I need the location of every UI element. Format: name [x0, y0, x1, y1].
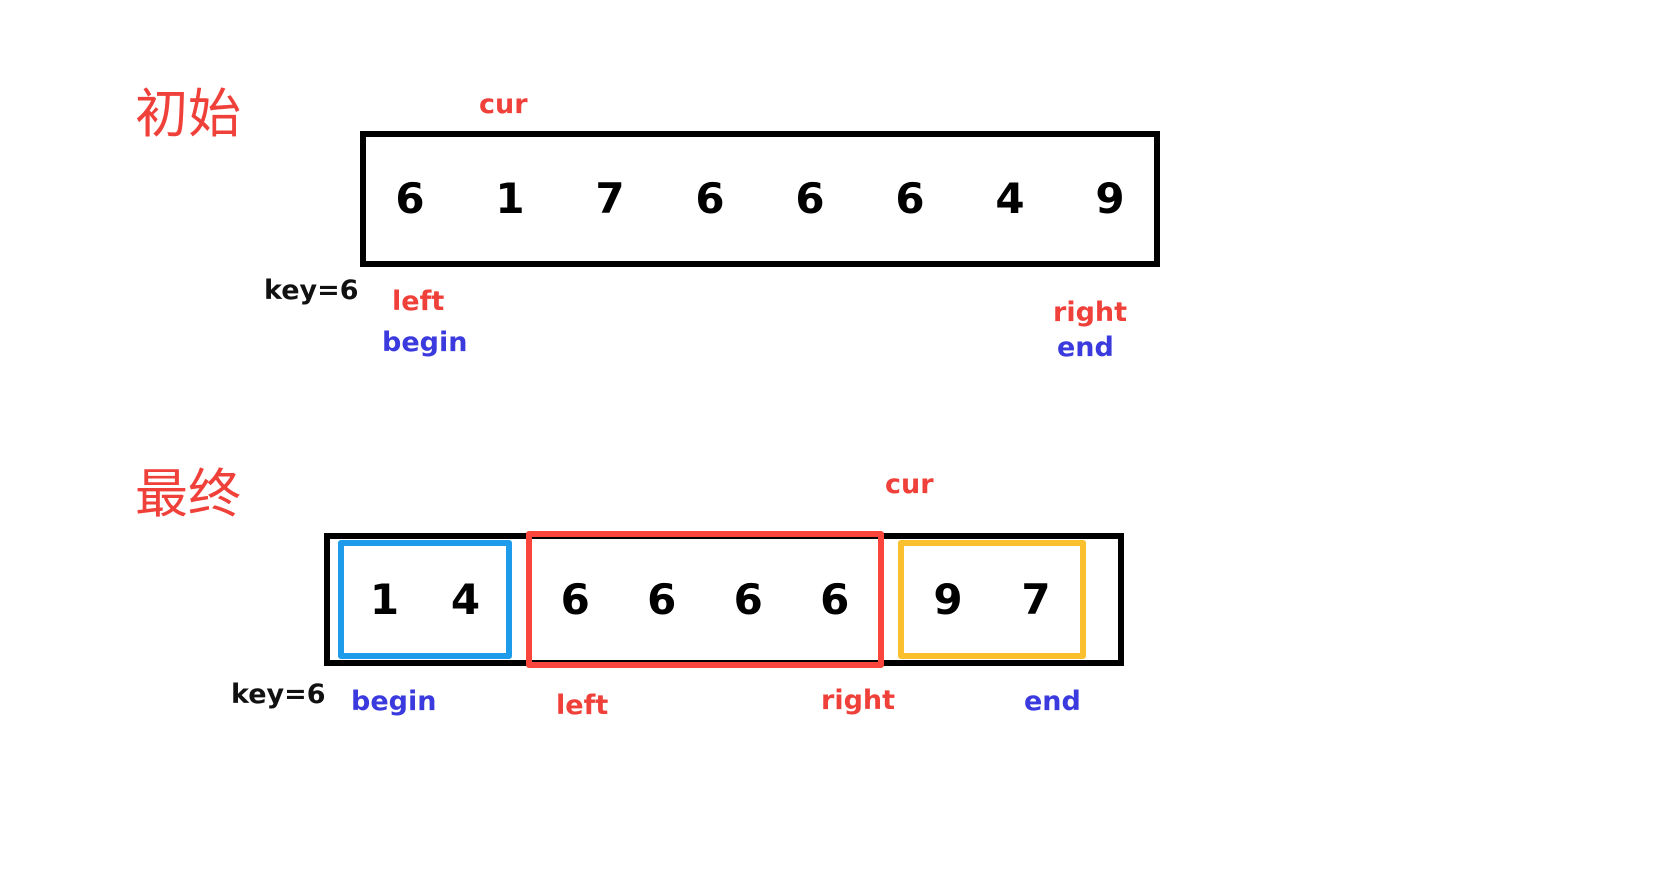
- pointer-label-cur-initial: cur: [479, 89, 528, 120]
- array-cell: 1: [369, 574, 400, 624]
- pointer-label-begin-initial: begin: [382, 327, 468, 358]
- key-label-final: key=6: [231, 679, 326, 710]
- array-cell: 7: [1021, 574, 1051, 624]
- section-title-final: 最终: [135, 464, 241, 525]
- array-cell: 6: [695, 174, 725, 223]
- array-cells-initial: 6 1 7 6 6 6 4 9: [360, 131, 1160, 267]
- array-cell: 6: [647, 574, 677, 624]
- key-label-initial: key=6: [264, 275, 359, 306]
- array-cell: 9: [933, 574, 963, 624]
- pointer-label-end-initial: end: [1057, 332, 1114, 363]
- array-container-final: [324, 533, 1124, 666]
- section-title-initial: 初始: [135, 84, 241, 145]
- pointer-label-cur-final: cur: [885, 469, 934, 500]
- pointer-label-right-initial: right: [1053, 297, 1128, 328]
- pointer-label-left-final: left: [556, 690, 609, 721]
- pointer-label-left-initial: left: [392, 286, 445, 317]
- array-cell: 9: [1095, 174, 1125, 223]
- array-cell: 6: [560, 574, 590, 624]
- partition-less-than-key: 1 4: [338, 540, 512, 659]
- array-cell: 7: [595, 174, 625, 223]
- array-cell: 4: [995, 174, 1025, 223]
- array-cell: 6: [895, 174, 925, 223]
- pointer-label-right-final: right: [821, 685, 896, 716]
- array-cell: 6: [820, 574, 850, 624]
- partition-greater-than-key: 9 7: [898, 540, 1086, 659]
- array-cell: 4: [450, 574, 481, 624]
- partition-equal-to-key: 6 6 6 6: [526, 531, 884, 668]
- array-cell: 6: [733, 574, 763, 624]
- pointer-label-begin-final: begin: [351, 686, 437, 717]
- array-cell: 6: [395, 174, 425, 223]
- pointer-label-end-final: end: [1024, 686, 1081, 717]
- array-cell: 6: [795, 174, 825, 223]
- array-container-initial: [360, 131, 1160, 267]
- array-cell: 1: [495, 174, 525, 223]
